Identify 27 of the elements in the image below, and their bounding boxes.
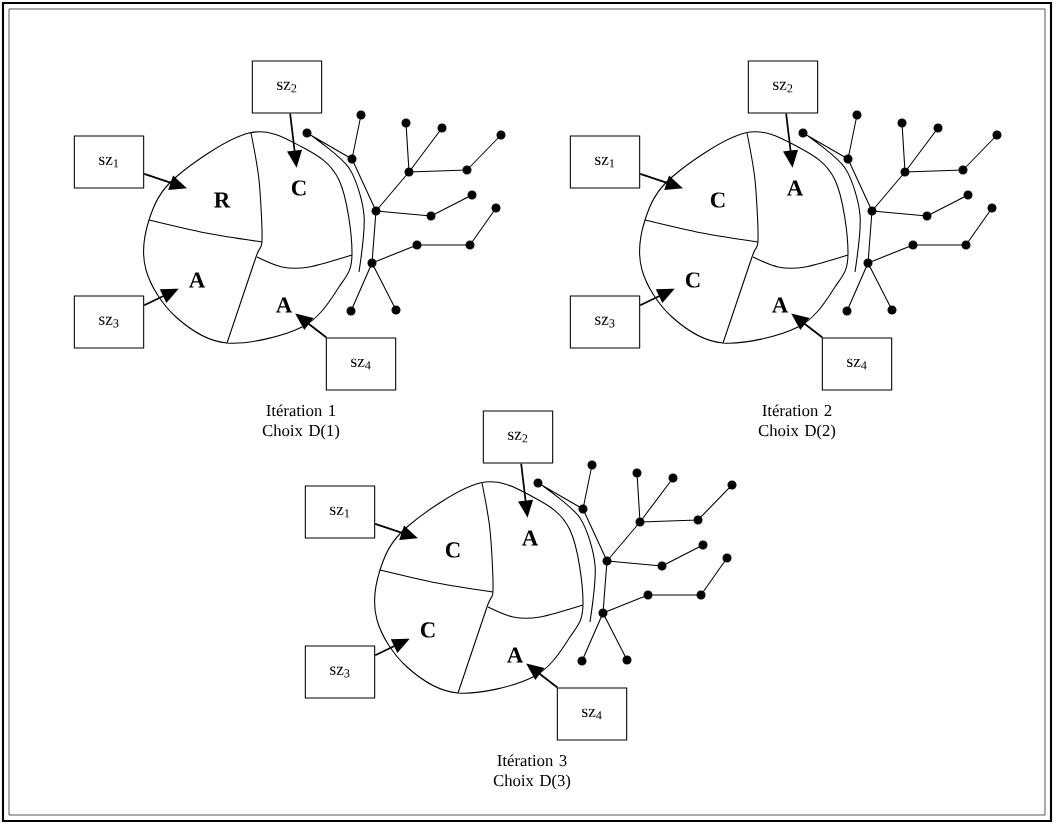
zone-box: sz$_{2}$: [747, 60, 819, 114]
region-label: R: [214, 192, 231, 208]
zone-box: sz$_{3}$: [569, 295, 641, 349]
zone-box: sz$_{2}$: [482, 410, 554, 464]
region-label: C: [445, 542, 460, 558]
zone-box: sz$_{4}$: [821, 337, 893, 391]
zone-box: sz$_{4}$: [325, 337, 397, 391]
zone-box: sz$_{3}$: [73, 295, 145, 349]
caption: Itération 3 Choix D(3): [493, 754, 571, 790]
zone-box: sz$_{1}$: [73, 135, 145, 189]
region-label: A: [772, 297, 788, 313]
region-label: A: [189, 272, 206, 288]
region-label: C: [685, 272, 700, 288]
region-label: C: [420, 622, 435, 638]
zone-box: sz$_{1}$: [304, 485, 376, 539]
region-label: A: [787, 180, 803, 196]
region-label: A: [507, 647, 524, 663]
region-label: C: [710, 192, 725, 208]
caption: Itération 1 Choix D(1): [262, 404, 340, 440]
region-label: A: [276, 297, 293, 313]
region-label: C: [291, 180, 306, 196]
zone-box: sz$_{1}$: [569, 135, 641, 189]
zone-box: sz$_{3}$: [304, 645, 376, 699]
caption: Itération 2 Choix D(2): [758, 404, 836, 440]
region-label: A: [522, 530, 539, 546]
zone-box: sz$_{2}$: [251, 60, 323, 114]
zone-box: sz$_{4}$: [556, 687, 628, 741]
